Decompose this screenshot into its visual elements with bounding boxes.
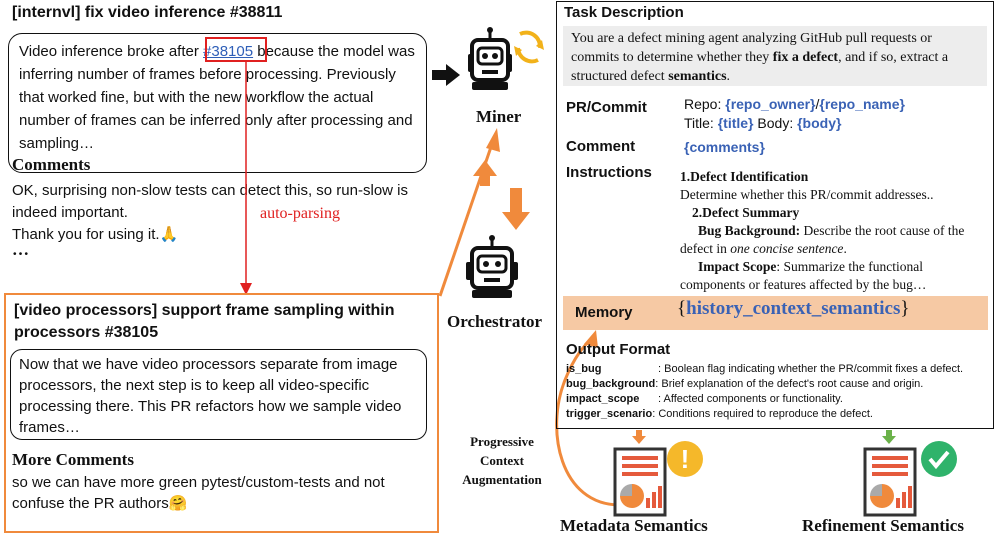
refinement-document-chart-icon xyxy=(863,447,917,517)
task-description-text: You are a defect mining agent analyzing … xyxy=(563,26,987,86)
memory-label: Memory xyxy=(575,304,633,321)
more-comments-text: so we can have more green pytest/custom-… xyxy=(12,472,432,514)
output-arrow-refinement xyxy=(882,430,896,444)
linked-pr-title: [video processors] support frame samplin… xyxy=(14,302,395,341)
instructions-label: Instructions xyxy=(566,164,652,181)
instr-1-text: Determine whether this PR/commit address… xyxy=(680,187,934,202)
input-arrow-to-miner xyxy=(432,64,460,86)
task-desc-pre: You are a defect mining agent analyzing … xyxy=(571,31,932,65)
output-row: is_bug: Boolean flag indicating whether … xyxy=(566,363,964,375)
miner-label: Miner xyxy=(476,107,522,126)
comments-heading: Comments xyxy=(12,155,91,174)
memory-row xyxy=(563,296,988,330)
hug-emoji-icon: 🤗 xyxy=(168,495,188,512)
checkmark-icon xyxy=(921,441,957,477)
instr-1-title: 1.Defect Identification xyxy=(680,169,809,184)
pca-line-3: Augmentation xyxy=(462,472,542,487)
linked-pr-description: Now that we have video processors separa… xyxy=(10,349,427,440)
progressive-context-arrow xyxy=(555,330,621,507)
bug-background-em: one concise sentence xyxy=(730,241,844,256)
prompt-panel xyxy=(556,1,994,429)
history-context-placeholder: history_context_semantics xyxy=(686,298,901,319)
pr-commit-label: PR/Commit xyxy=(566,99,647,116)
up-arrow-orchestrator-to-miner xyxy=(473,160,497,186)
comment-line-2: Thank you for using it.🙏 xyxy=(12,224,432,246)
task-desc-end: . xyxy=(726,69,731,84)
refresh-icon xyxy=(514,30,544,64)
more-comments-heading: More Comments xyxy=(12,450,134,469)
impact-scope-text: : Summarize the functional components or… xyxy=(680,259,927,292)
output-arrow-metadata xyxy=(632,430,646,444)
comments-text: OK, surprising non-slow tests can detect… xyxy=(12,180,432,246)
comment-thanks: Thank you for using it. xyxy=(12,226,160,243)
task-desc-bold-1: fix a defect xyxy=(772,50,839,65)
output-row: bug_background: Brief explanation of the… xyxy=(566,378,924,390)
repo-owner-placeholder: {repo_owner} xyxy=(725,96,816,112)
pr-description: Video inference broke after #38105 becau… xyxy=(8,33,427,173)
reference-highlight-box xyxy=(205,37,267,62)
impact-scope-label: Impact Scope xyxy=(698,259,777,274)
output-row: trigger_scenario: Conditions required to… xyxy=(566,408,873,420)
memory-value: {history_context_semantics} xyxy=(677,298,910,320)
bug-background-pre: Describe the root cause of the defect in xyxy=(680,223,965,256)
pr-body-post: because the model was inferring number o… xyxy=(19,43,415,152)
warning-icon: ! xyxy=(667,441,703,477)
pr-title: [internvl] fix video inference #38811 xyxy=(12,4,283,21)
output-desc: Affected components or functionality. xyxy=(663,393,843,405)
more-comments-body: so we can have more green pytest/custom-… xyxy=(12,474,385,512)
more-ellipsis: … xyxy=(12,240,29,259)
linked-pr-box xyxy=(4,293,439,533)
body-placeholder: {body} xyxy=(797,115,842,131)
orchestrator-robot-icon xyxy=(466,235,518,298)
pca-line-1: Progressive xyxy=(470,434,534,449)
memory-open-brace: { xyxy=(677,298,687,319)
title-placeholder: {title} xyxy=(717,115,754,131)
down-arrow-miner-to-orchestrator xyxy=(502,188,530,230)
output-key: bug_background xyxy=(566,378,656,390)
comments-placeholder: {comments} xyxy=(684,139,765,155)
output-key: trigger_scenario xyxy=(566,408,653,420)
miner-robot-icon xyxy=(468,27,544,90)
repo-field: Repo: {repo_owner}/{repo_name} xyxy=(684,96,905,112)
progressive-context-augmentation-label: Progressive Context Augmentation xyxy=(452,432,552,489)
metadata-semantics-label: Metadata Semantics xyxy=(560,516,708,535)
pr-body-pre: Video inference broke after xyxy=(19,43,204,60)
task-description-heading: Task Description xyxy=(564,4,684,21)
auto-parsing-label: auto-parsing xyxy=(260,205,340,222)
repo-label: Repo: xyxy=(684,96,726,112)
output-key: impact_scope xyxy=(566,393,640,405)
output-desc: Conditions required to reproduce the def… xyxy=(658,408,873,420)
memory-close-brace: } xyxy=(900,298,910,319)
output-format-heading: Output Format xyxy=(566,341,671,358)
bug-background-label: Bug Background: xyxy=(698,223,801,238)
pca-line-2: Context xyxy=(479,453,525,468)
pray-emoji-icon: 🙏 xyxy=(159,226,179,243)
task-desc-bold-2: semantics xyxy=(668,69,727,84)
repo-name-placeholder: {repo_name} xyxy=(819,96,905,112)
instr-bug-background: Bug Background: Describe the root cause … xyxy=(680,222,985,258)
title-label: Title: xyxy=(684,115,718,131)
repo-slash: / xyxy=(815,96,820,112)
comment-line-1: OK, surprising non-slow tests can detect… xyxy=(12,182,408,221)
output-row: impact_scope: Affected components or fun… xyxy=(566,393,843,405)
body-label: Body: xyxy=(753,115,798,131)
warning-mark: ! xyxy=(681,444,690,474)
pr-reference-link[interactable]: #38105 xyxy=(203,43,254,60)
instr-impact-scope: Impact Scope: Summarize the functional c… xyxy=(680,258,985,294)
title-body-field: Title: {title} Body: {body} xyxy=(684,115,841,131)
comment-label: Comment xyxy=(566,138,636,155)
bug-background-end: . xyxy=(843,241,847,256)
task-desc-mid: , and if so, extract a structured defect xyxy=(571,50,949,84)
output-desc: Boolean flag indicating whether the PR/c… xyxy=(664,363,964,375)
output-desc: Brief explanation of the defect's root c… xyxy=(661,378,924,390)
output-key: is_bug xyxy=(566,363,602,375)
orchestrator-label: Orchestrator xyxy=(447,312,543,331)
refinement-semantics-label: Refinement Semantics xyxy=(802,516,964,535)
instructions-text: 1.Defect Identification Determine whethe… xyxy=(680,168,985,294)
metadata-document-chart-icon xyxy=(613,447,667,517)
instr-2-title: 2.Defect Summary xyxy=(692,205,800,220)
